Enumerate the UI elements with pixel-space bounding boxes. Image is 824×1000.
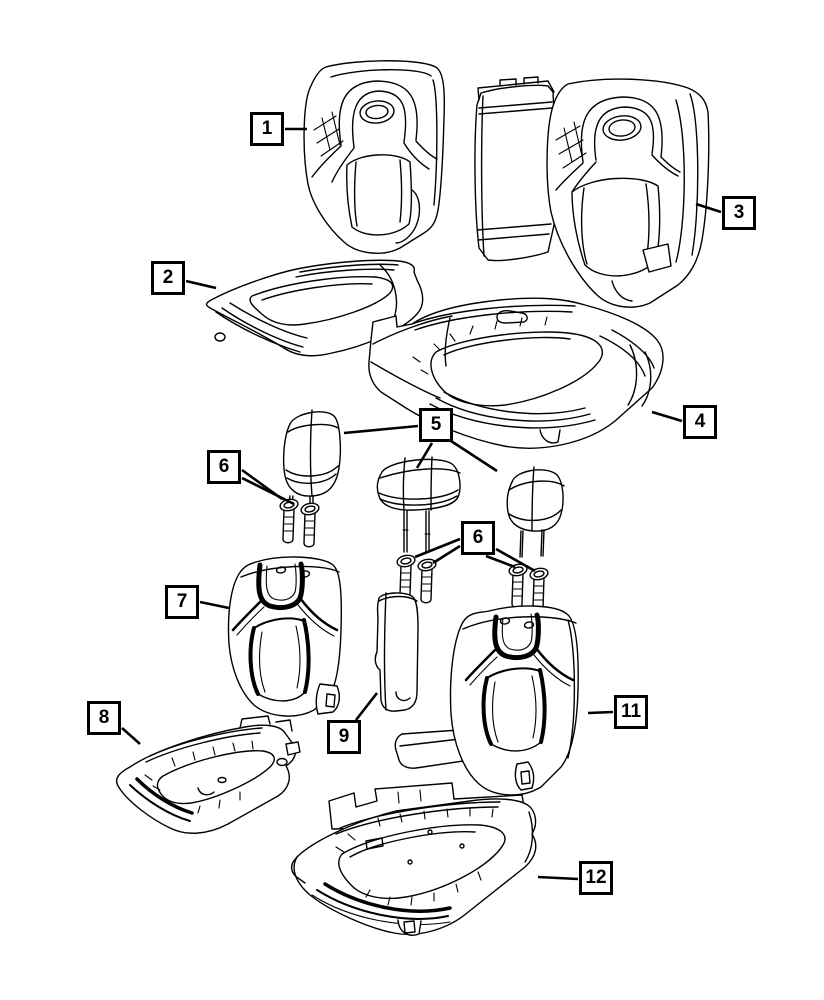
callout-7-label: 7 xyxy=(176,591,188,612)
callout-2-label: 2 xyxy=(162,267,174,288)
rear-seat-back-assembly-drawing xyxy=(474,76,710,308)
callout-2[interactable]: 2 xyxy=(151,261,185,295)
front-seat-cushion-cover-drawing xyxy=(205,259,424,357)
headrest-left-drawing xyxy=(282,409,342,505)
callout-5[interactable]: 5 xyxy=(419,408,453,442)
callout-1-label: 1 xyxy=(261,118,273,139)
callout-4-label: 4 xyxy=(694,411,706,432)
callout-3-label: 3 xyxy=(733,202,745,223)
callout-8[interactable]: 8 xyxy=(87,701,121,735)
front-seat-back-cover-drawing xyxy=(303,60,446,254)
headrest-right-drawing xyxy=(506,466,565,558)
headrest-center-drawing xyxy=(376,456,461,553)
callout-9[interactable]: 9 xyxy=(327,720,361,754)
callout-6-left-label: 6 xyxy=(218,456,230,477)
callout-11-label: 11 xyxy=(620,701,642,722)
callout-11[interactable]: 11 xyxy=(614,695,648,729)
callout-6-left[interactable]: 6 xyxy=(207,450,241,484)
callout-9-label: 9 xyxy=(338,726,350,747)
rear-seat-back-cover-right-drawing xyxy=(394,605,579,796)
callout-6-right[interactable]: 6 xyxy=(461,521,495,555)
callout-1[interactable]: 1 xyxy=(250,112,284,146)
callout-4[interactable]: 4 xyxy=(683,405,717,439)
rear-seat-cushion-cover-left-drawing xyxy=(115,715,301,834)
callout-6-right-label: 6 xyxy=(472,527,484,548)
armrest-cover-drawing xyxy=(374,592,419,712)
callout-5-label: 5 xyxy=(430,414,442,435)
callout-12[interactable]: 12 xyxy=(579,861,613,895)
callout-12-label: 12 xyxy=(585,867,607,888)
callout-8-label: 8 xyxy=(98,707,110,728)
rear-seat-back-cover-left-drawing xyxy=(227,556,343,717)
callout-7[interactable]: 7 xyxy=(165,585,199,619)
rear-seat-cushion-cover-right-drawing xyxy=(290,782,537,936)
callout-3[interactable]: 3 xyxy=(722,196,756,230)
leader-lines xyxy=(121,127,722,881)
